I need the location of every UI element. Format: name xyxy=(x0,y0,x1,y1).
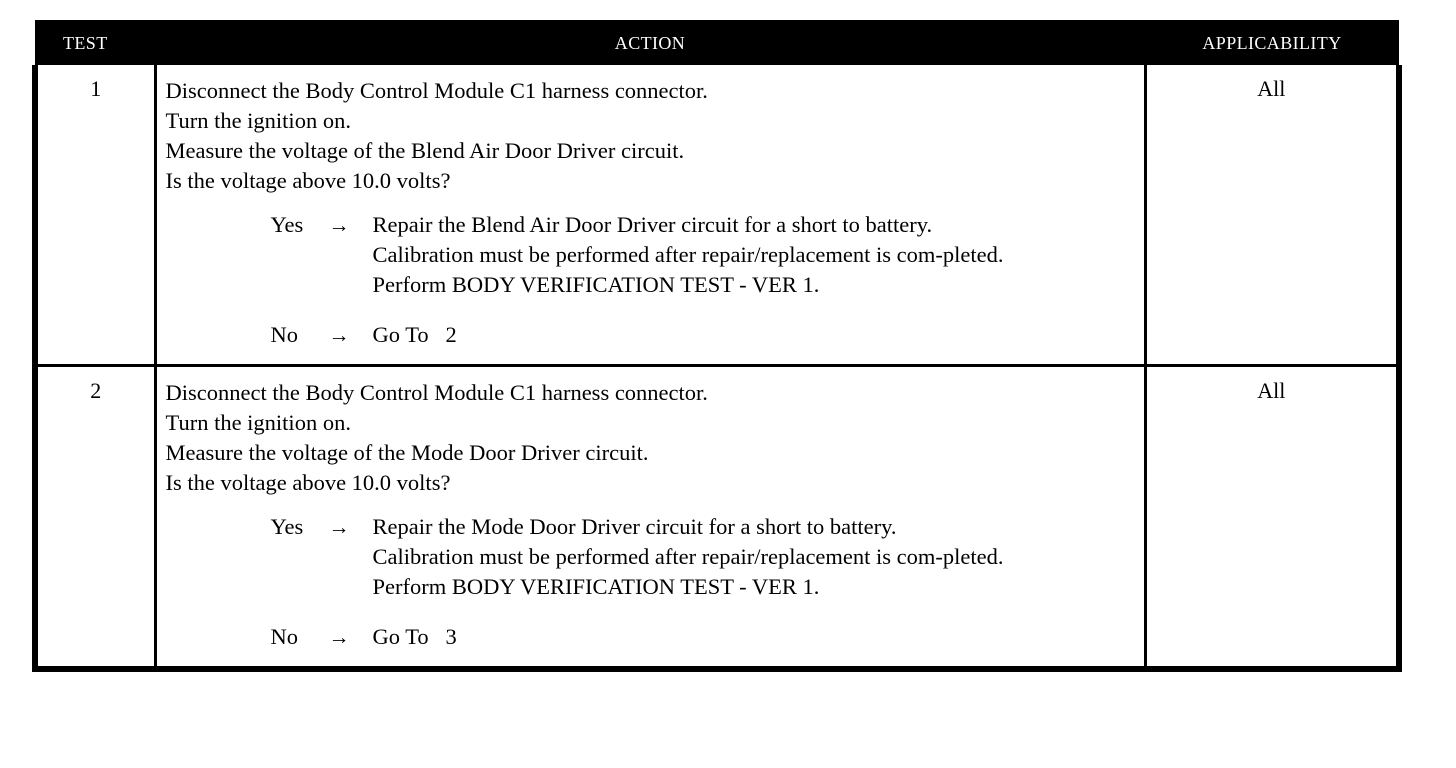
branch-no: No → Go To 2 xyxy=(166,320,1136,350)
table-row: 2 Disconnect the Body Control Module C1 … xyxy=(32,364,1402,672)
action-step-line: Is the voltage above 10.0 volts? xyxy=(165,470,451,495)
action-steps: Disconnect the Body Control Module C1 ha… xyxy=(166,378,1136,498)
branch-yes: Yes → Repair the Mode Door Driver circui… xyxy=(166,512,1136,602)
diagnostic-test-table: TEST ACTION APPLICABILITY 1 Disconnect t… xyxy=(32,20,1402,672)
branch-line: Repair the Mode Door Driver circuit for … xyxy=(372,514,897,539)
branch-line: Calibration must be performed after repa… xyxy=(372,242,1004,267)
branch-line: Repair the Blend Air Door Driver circuit… xyxy=(372,212,933,237)
branch-label-no: No xyxy=(270,322,299,347)
action-cell: Disconnect the Body Control Module C1 ha… xyxy=(155,364,1147,672)
column-header-test-label: TEST xyxy=(63,26,108,55)
branch-line: Perform BODY VERIFICATION TEST - VER 1. xyxy=(372,574,820,599)
action-step-line: Turn the ignition on. xyxy=(165,108,351,133)
action-step-line: Disconnect the Body Control Module C1 ha… xyxy=(165,380,708,405)
action-step-line: Is the voltage above 10.0 volts? xyxy=(165,168,451,193)
right-arrow-icon: → xyxy=(328,625,350,649)
applicability-value: All xyxy=(1257,378,1286,403)
right-arrow-icon: → xyxy=(328,213,350,237)
branch-goto-line: Go To 2 xyxy=(372,322,457,347)
test-number-cell: 2 xyxy=(32,364,157,672)
branch-line: Calibration must be performed after repa… xyxy=(372,544,1004,569)
branch-label-yes: Yes xyxy=(270,212,304,237)
applicability-cell: All xyxy=(1145,65,1402,366)
action-step-line: Turn the ignition on. xyxy=(165,410,351,435)
table-row: 1 Disconnect the Body Control Module C1 … xyxy=(32,65,1402,366)
table-header: TEST ACTION APPLICABILITY xyxy=(35,20,1399,65)
right-arrow-icon: → xyxy=(328,323,350,347)
branch-body-yes: Repair the Mode Door Driver circuit for … xyxy=(373,512,1136,602)
action-step-line: Measure the voltage of the Mode Door Dri… xyxy=(165,440,649,465)
test-number: 2 xyxy=(90,378,102,403)
branch-goto-line: Go To 3 xyxy=(372,624,457,649)
branch-label-no: No xyxy=(270,624,299,649)
test-number: 1 xyxy=(90,76,102,101)
branch-body-no: Go To 3 xyxy=(373,622,1136,652)
test-number-cell: 1 xyxy=(32,65,157,366)
applicability-value: All xyxy=(1257,76,1286,101)
branch-body-no: Go To 2 xyxy=(373,320,1136,350)
column-header-applicability: APPLICABILITY xyxy=(1145,20,1399,65)
action-step-line: Disconnect the Body Control Module C1 ha… xyxy=(165,78,708,103)
table-body: 1 Disconnect the Body Control Module C1 … xyxy=(32,65,1402,672)
branch-label-yes: Yes xyxy=(270,514,304,539)
action-branches: Yes → Repair the Mode Door Driver circui… xyxy=(166,512,1136,652)
branch-body-yes: Repair the Blend Air Door Driver circuit… xyxy=(373,210,1136,300)
column-header-applicability-label: APPLICABILITY xyxy=(1202,26,1342,55)
action-branches: Yes → Repair the Blend Air Door Driver c… xyxy=(166,210,1136,350)
action-step-line: Measure the voltage of the Blend Air Doo… xyxy=(165,138,685,163)
right-arrow-icon: → xyxy=(328,515,350,539)
branch-no: No → Go To 3 xyxy=(166,622,1136,652)
column-header-action-label: ACTION xyxy=(614,26,686,55)
branch-line: Perform BODY VERIFICATION TEST - VER 1. xyxy=(372,272,820,297)
header-row: TEST ACTION APPLICABILITY xyxy=(35,20,1399,65)
branch-yes: Yes → Repair the Blend Air Door Driver c… xyxy=(166,210,1136,300)
column-header-test: TEST xyxy=(35,20,155,65)
applicability-cell: All xyxy=(1145,364,1402,672)
action-steps: Disconnect the Body Control Module C1 ha… xyxy=(166,76,1136,196)
column-header-action: ACTION xyxy=(155,20,1145,65)
action-cell: Disconnect the Body Control Module C1 ha… xyxy=(155,65,1147,366)
